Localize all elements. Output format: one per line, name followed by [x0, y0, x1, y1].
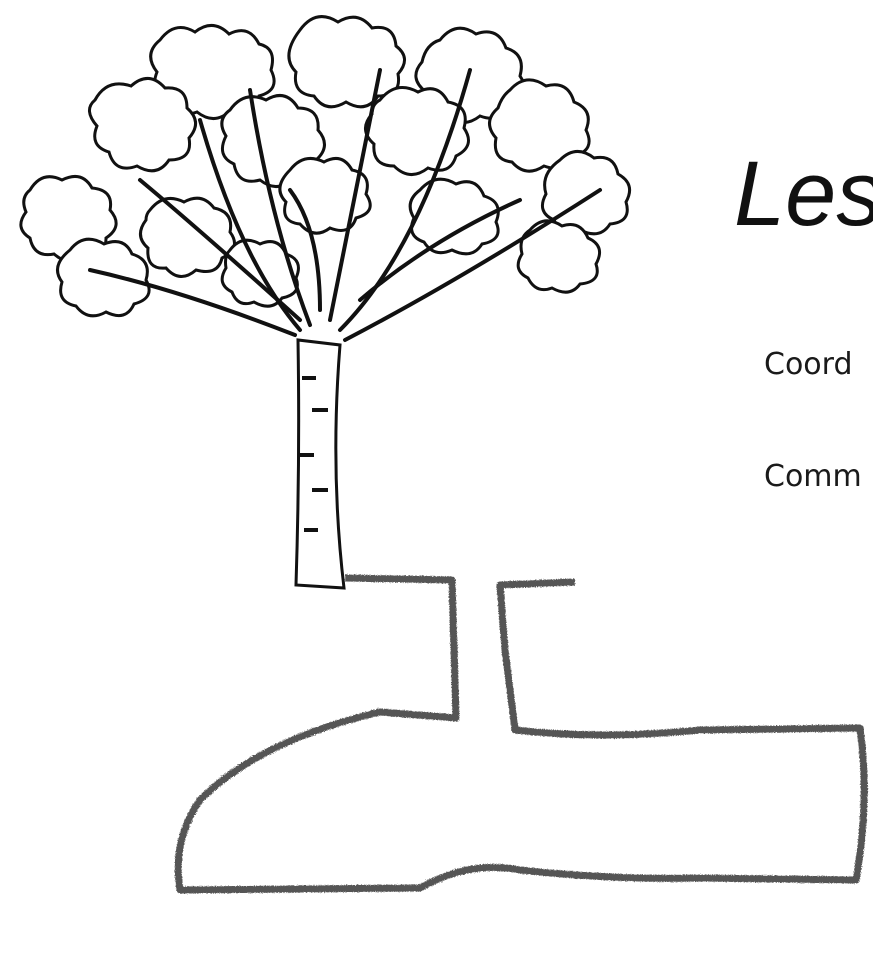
tree-trunk: [296, 340, 344, 588]
slide-text-line-2: Comm: [764, 462, 862, 492]
slide-title: Les: [734, 148, 873, 240]
slide-text-line-1: Coord: [764, 350, 853, 380]
burrow-outline: [178, 578, 864, 890]
tree-canopy: [21, 17, 630, 316]
